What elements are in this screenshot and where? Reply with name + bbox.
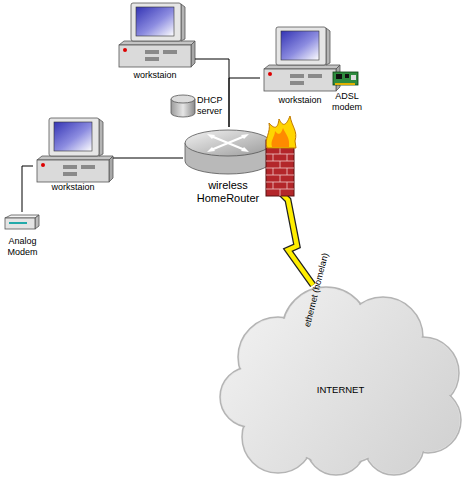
firewall-symbol <box>266 116 296 196</box>
case-front <box>119 45 191 67</box>
card-board <box>333 72 358 85</box>
network-cable <box>229 78 260 127</box>
cable-line <box>22 166 33 212</box>
router-arrow-head <box>241 134 249 139</box>
monitor-frame <box>131 3 181 41</box>
firewall-wall <box>266 140 294 196</box>
case-top <box>264 65 340 69</box>
monitor-side <box>99 119 103 156</box>
lightning-fill <box>273 185 313 285</box>
drive-slot <box>308 74 322 78</box>
drive-slot <box>63 172 77 176</box>
cable-line <box>195 59 229 127</box>
network-cable <box>113 158 183 159</box>
modem-node: Analog Modem <box>0 212 45 262</box>
server-node: DHCP server <box>168 94 230 120</box>
drive-slot <box>290 81 304 85</box>
node-label: INTERNET <box>218 384 463 396</box>
workstation-node: workstaion <box>33 118 113 196</box>
edge-label: ethernet (homelan) <box>302 252 330 328</box>
power-led <box>268 72 272 76</box>
workstation-icon <box>37 118 113 182</box>
workstation-node: workstaion <box>115 3 195 85</box>
node-label: workstaion <box>33 182 113 193</box>
node-label: wireless HomeRouter <box>183 179 273 205</box>
router-arrow-head <box>241 147 249 152</box>
node-label: workstaion <box>260 95 340 106</box>
cloud-fill <box>221 288 459 473</box>
case-front <box>37 160 109 182</box>
case-front <box>264 69 336 91</box>
node-label: workstaion <box>115 70 195 81</box>
firewall-flame <box>266 116 296 148</box>
card-contacts <box>335 83 355 85</box>
cable-line <box>229 78 260 127</box>
cloud-node: INTERNET <box>218 285 463 477</box>
firewall-bricks <box>266 147 294 196</box>
router-top <box>185 130 271 156</box>
case-top <box>119 41 195 45</box>
adsl-card-icon <box>333 72 358 85</box>
modem-front <box>5 218 35 229</box>
node-shape <box>218 285 463 477</box>
card-port <box>351 75 356 80</box>
monitor-screen <box>54 122 92 151</box>
node-label: DHCP server <box>197 95 231 117</box>
network-cable <box>22 166 33 212</box>
server-icon <box>171 95 195 117</box>
power-led <box>123 48 127 52</box>
cylinder-top <box>171 95 195 103</box>
modem-card-node: ADSL modem <box>328 69 366 114</box>
drive-slot <box>145 50 159 54</box>
workstation-node: workstaion <box>260 27 340 109</box>
case-side <box>191 41 195 67</box>
firewall-flame-inner <box>272 128 290 147</box>
node-label: Analog Modem <box>0 236 45 258</box>
lightning-link <box>273 185 313 285</box>
power-led <box>41 163 45 167</box>
drive-slot <box>290 74 304 78</box>
cloud-outline <box>220 287 461 475</box>
card-chip <box>345 74 349 78</box>
modem-side <box>35 215 39 229</box>
router-node: wireless HomeRouter <box>183 127 273 205</box>
card-chip <box>336 74 342 79</box>
drive-slot <box>81 165 95 169</box>
router-arrow-head <box>207 147 215 152</box>
workstation-icon <box>264 27 340 91</box>
modem-leds <box>9 222 27 224</box>
monitor-side <box>326 28 330 65</box>
monitor-side <box>181 4 185 41</box>
cable-line <box>113 158 183 159</box>
lightning-outline <box>273 185 313 285</box>
node-label: ADSL modem <box>328 91 366 113</box>
monitor-screen <box>136 7 174 36</box>
monitor-frame <box>276 27 326 65</box>
drive-slot <box>163 50 177 54</box>
case-top <box>37 156 113 160</box>
network-cable <box>195 59 229 127</box>
router-arrow-head <box>207 134 215 139</box>
workstation-icon <box>119 3 195 67</box>
case-side <box>109 156 113 182</box>
router-arrows <box>211 136 245 150</box>
analog-modem-icon <box>5 215 39 229</box>
router-icon <box>185 130 271 174</box>
monitor-frame <box>49 118 99 156</box>
monitor-screen <box>281 31 319 60</box>
drive-slot <box>145 57 159 61</box>
modem-top <box>5 215 39 218</box>
drive-slot <box>63 165 77 169</box>
